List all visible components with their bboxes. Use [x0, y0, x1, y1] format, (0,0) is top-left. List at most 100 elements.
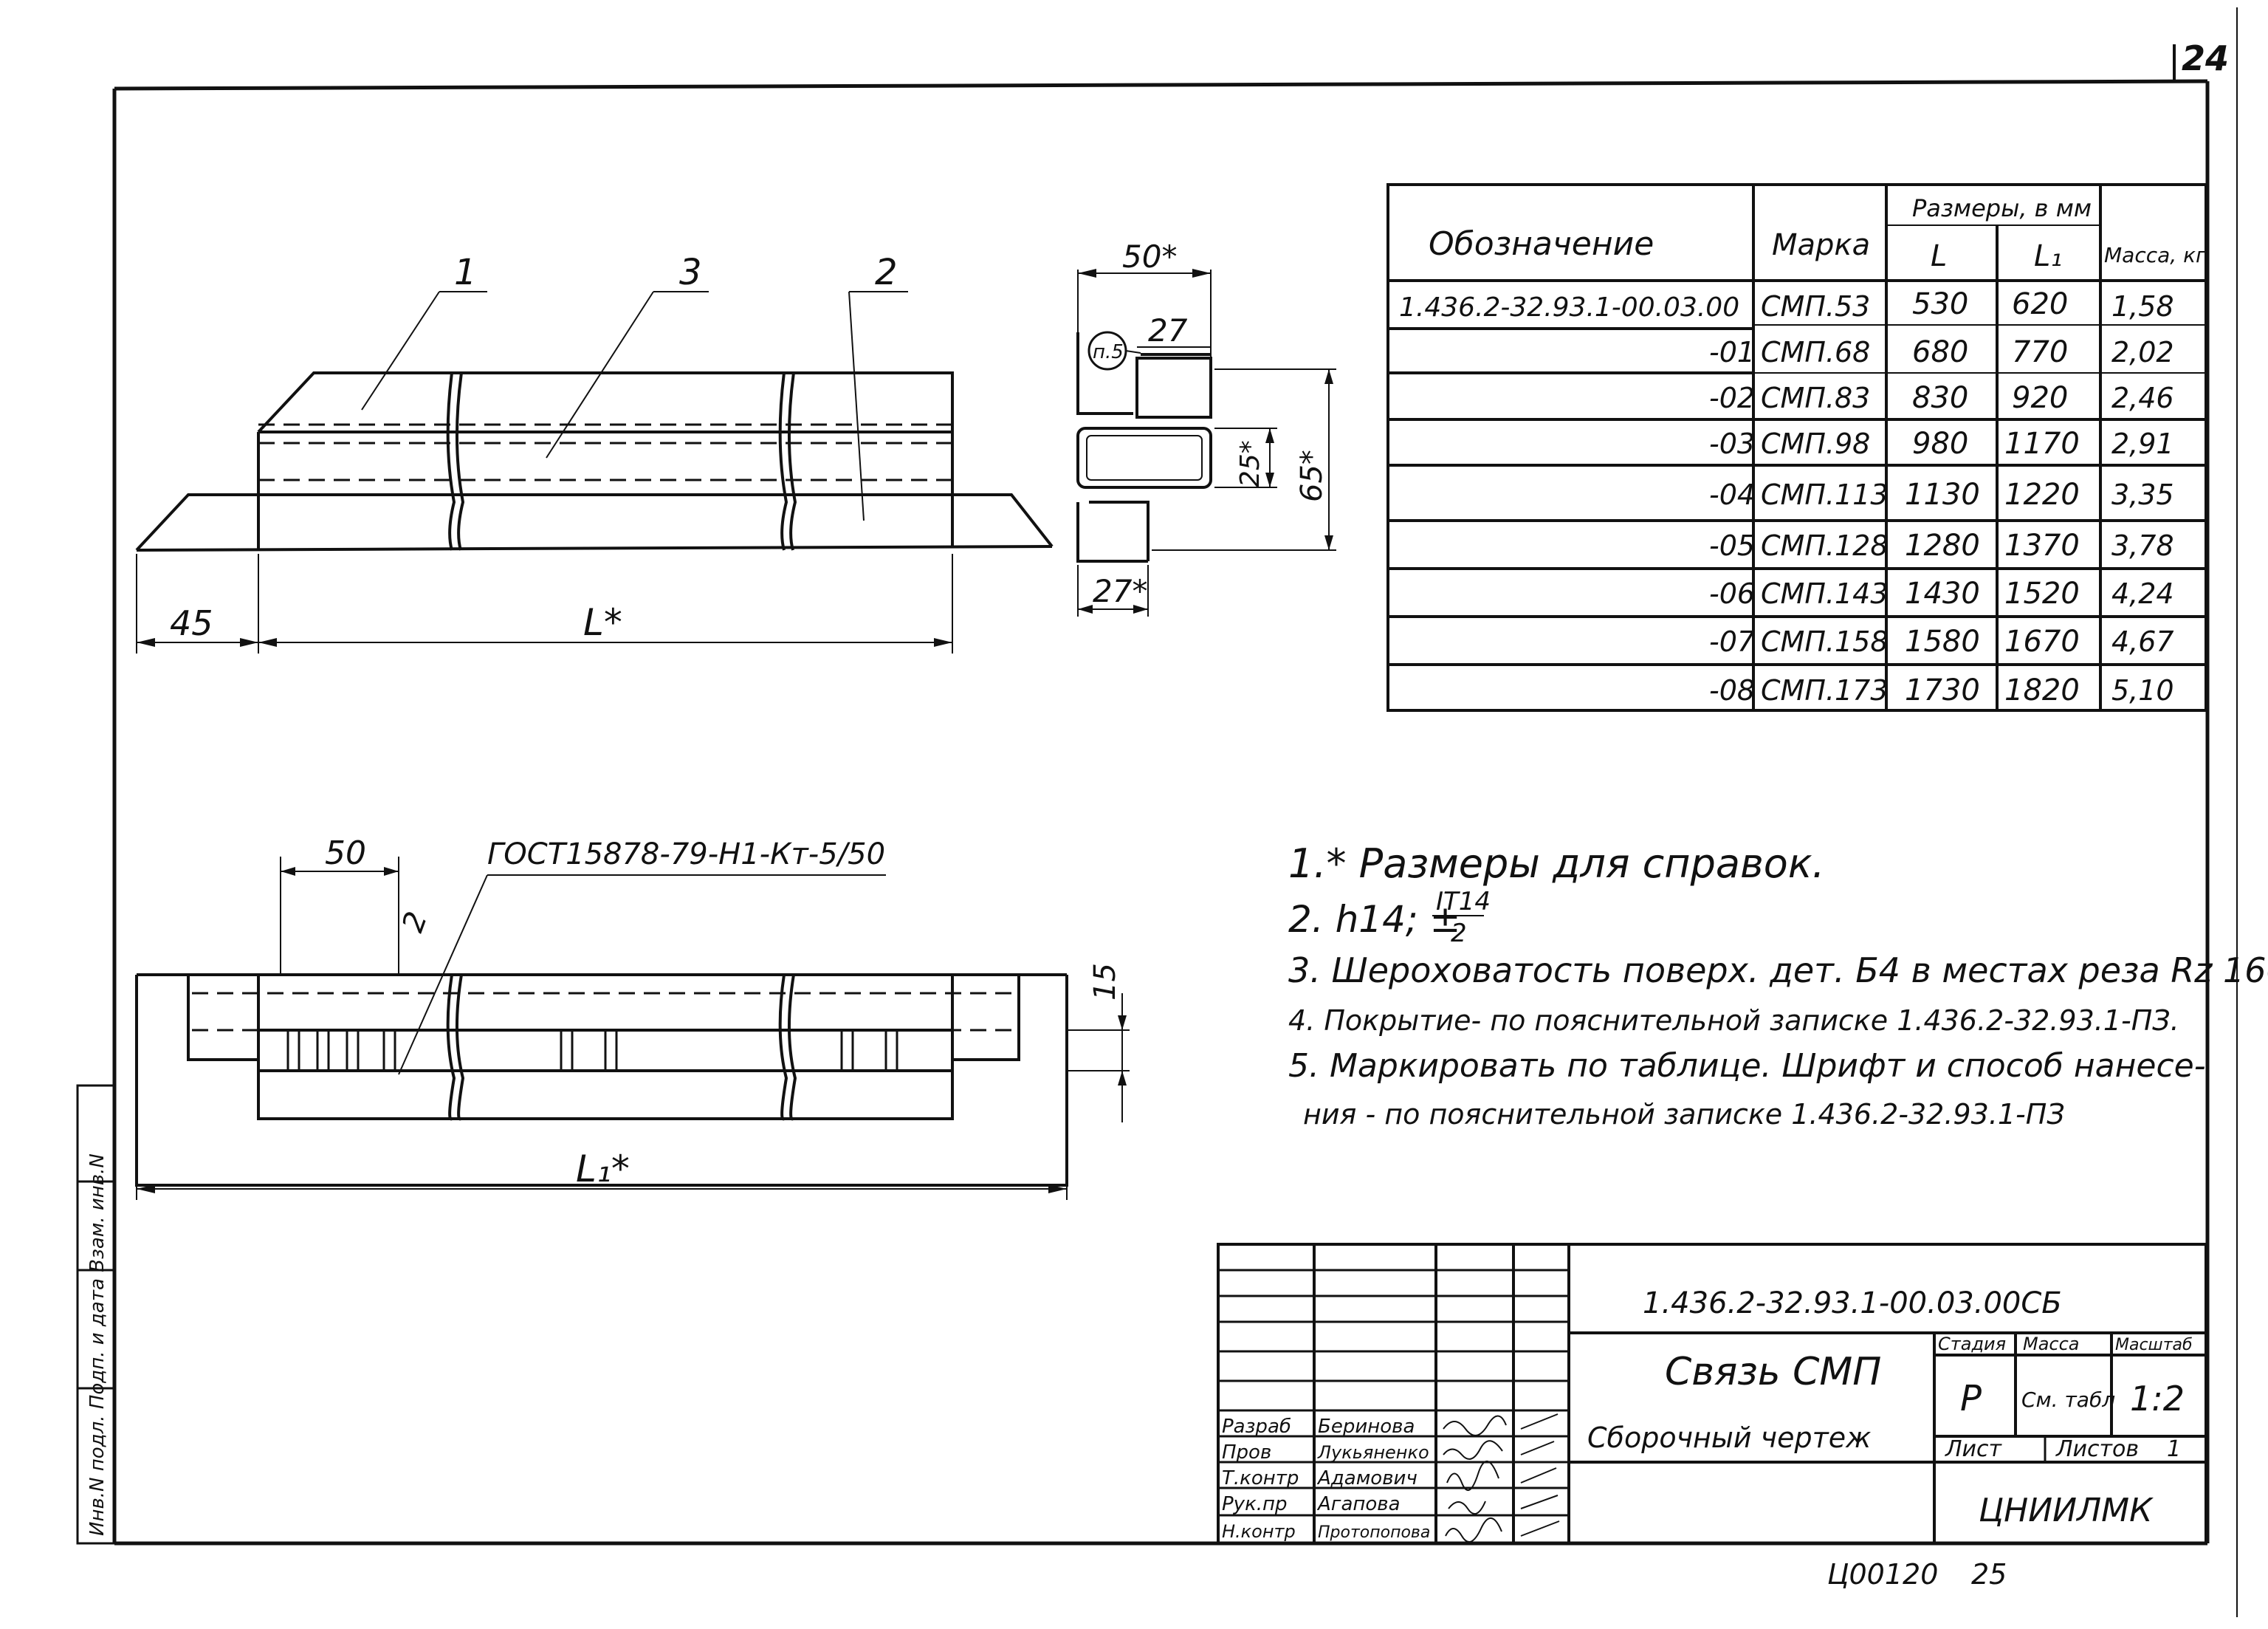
- cell-l1: 770: [2012, 335, 2068, 369]
- footer-code: Ц00120: [1827, 1558, 1938, 1591]
- dim-50-section: 50*: [1122, 239, 1177, 275]
- table-row: -05 СМП.128 1280 1370 3,78: [1709, 529, 2174, 563]
- dim-27-top: 27: [1148, 312, 1188, 349]
- role-label: Т.контр: [1222, 1467, 1299, 1489]
- tolerance-denominator: 2: [1451, 919, 1467, 948]
- role-label: Рук.пр: [1222, 1493, 1288, 1515]
- cell-l1: 1170: [2004, 427, 2080, 461]
- cell-designation: -05: [1709, 529, 1755, 562]
- cell-l: 1580: [1905, 625, 1980, 659]
- cell-designation: -06: [1709, 577, 1755, 610]
- callout-1: 1: [454, 252, 477, 293]
- cell-mass: 2,91: [2111, 428, 2174, 460]
- cell-mark: СМП.128: [1761, 529, 1889, 562]
- role-label: Пров: [1222, 1441, 1271, 1464]
- note-5: 5. Маркировать по таблице. Шрифт и спосо…: [1288, 1047, 2206, 1085]
- cell-l: 830: [1912, 381, 1968, 415]
- cell-designation: -01: [1709, 336, 1755, 368]
- drawing-subtitle: Сборочный чертеж: [1587, 1421, 1871, 1454]
- organization: ЦНИИЛМК: [1979, 1492, 2154, 1529]
- note-3: 3. Шероховатость поверх. дет. Б4 в места…: [1288, 950, 2268, 990]
- cell-mass: 2,46: [2111, 382, 2174, 414]
- section-ref: п.5: [1093, 341, 1124, 363]
- table-header-mark: Марка: [1772, 228, 1870, 262]
- table-row: -07 СМП.158 1580 1670 4,67: [1709, 625, 2174, 659]
- note-6: ния - по пояснительной записке 1.436.2-3…: [1303, 1098, 2065, 1131]
- table-row: -08 СМП.173 1730 1820 5,10: [1709, 673, 2174, 707]
- cell-l1: 1820: [2004, 673, 2080, 707]
- cell-mass: 5,10: [2111, 674, 2174, 707]
- tolerance-numerator: IT14: [1436, 887, 1491, 916]
- table-header-dimensions: Размеры, в мм: [1912, 194, 2092, 222]
- sheets-label: Листов: [2055, 1436, 2139, 1462]
- signature-marks: [1443, 1413, 1560, 1543]
- signature-rows: Разраб Беринова Пров Лукьяненко Т.контр …: [1222, 1413, 1560, 1543]
- cell-l: 530: [1912, 287, 1968, 321]
- role-label: Разраб: [1222, 1416, 1291, 1438]
- weld-leg: 2: [396, 908, 434, 937]
- dim-25: 25*: [1235, 440, 1265, 487]
- plan-view: [135, 857, 1130, 1200]
- cell-l: 1280: [1905, 529, 1980, 563]
- role-name: Агапова: [1316, 1493, 1401, 1515]
- dim-65: 65*: [1295, 450, 1329, 502]
- role-name: Лукьяненко: [1317, 1442, 1429, 1463]
- callout-3: 3: [679, 252, 702, 293]
- cell-mark: СМП.53: [1761, 290, 1870, 323]
- cell-mass: 4,67: [2111, 625, 2174, 658]
- title-block: [1217, 1243, 2207, 1545]
- cell-l: 980: [1912, 427, 1968, 461]
- callout-2: 2: [875, 252, 898, 293]
- cell-mark: СМП.173: [1761, 674, 1889, 707]
- scale-label: Масштаб: [2115, 1336, 2193, 1354]
- note-4: 4. Покрытие- по пояснительной записке 1.…: [1288, 1004, 2179, 1037]
- cell-mass: 3,78: [2111, 529, 2174, 562]
- cell-l1: 620: [2012, 287, 2068, 321]
- table-row: -04 СМП.113 1130 1220 3,35: [1709, 478, 2174, 512]
- table-row: -03 СМП.98 980 1170 2,91: [1709, 427, 2174, 461]
- cell-l1: 1370: [2004, 529, 2080, 563]
- cell-designation: -08: [1709, 674, 1755, 707]
- cell-mass: 3,35: [2111, 479, 2174, 511]
- table-header-designation: Обозначение: [1429, 225, 1654, 263]
- role-name: Беринова: [1318, 1416, 1415, 1438]
- table-row: -02 СМП.83 830 920 2,46: [1709, 381, 2174, 415]
- cell-designation: -04: [1709, 479, 1755, 511]
- notes: 1.* Размеры для справок. 2. h14; ± IT14 …: [1288, 840, 2268, 1131]
- cell-l1: 1670: [2004, 625, 2080, 659]
- cell-designation: -02: [1709, 382, 1755, 414]
- note-2: 2. h14; ±: [1288, 898, 1461, 941]
- footer-number: 25: [1971, 1558, 2007, 1591]
- cell-mark: СМП.98: [1761, 428, 1870, 460]
- sheets-count: 1: [2167, 1436, 2181, 1462]
- cell-mass: 4,24: [2111, 577, 2174, 610]
- cell-mark: СМП.113: [1761, 479, 1889, 511]
- cell-l1: 920: [2012, 381, 2068, 415]
- sheet-label: Лист: [1945, 1436, 2003, 1462]
- cell-mass: 2,02: [2111, 336, 2174, 368]
- cell-l: 680: [1912, 335, 1968, 369]
- weld-note: ГОСТ15878-79-Н1-Кт-5/50: [487, 837, 885, 871]
- stage-label: Стадия: [1938, 1334, 2006, 1354]
- cell-designation: -03: [1709, 428, 1755, 460]
- cell-l: 1130: [1905, 478, 1980, 512]
- table-body: 1.436.2-32.93.1-00.03.00 СМП.53 530 620 …: [1399, 287, 2174, 707]
- dim-l-label: L*: [583, 601, 622, 644]
- cross-section: [1076, 269, 1336, 617]
- scale-value: 1:2: [2130, 1379, 2185, 1419]
- cell-mark: СМП.68: [1761, 336, 1870, 368]
- stage-value: Р: [1960, 1378, 1982, 1419]
- mass-label: Масса: [2023, 1334, 2080, 1354]
- page-number: 24: [2182, 38, 2229, 78]
- spec-table: [1386, 183, 2207, 712]
- table-row: 1.436.2-32.93.1-00.03.00 СМП.53 530 620 …: [1399, 287, 2174, 323]
- table-header-mass: Масса, кг: [2104, 243, 2207, 267]
- dim-50-plan: 50: [325, 834, 366, 872]
- doc-code: 1.436.2-32.93.1-00.03.00СБ: [1643, 1286, 2062, 1320]
- drawing-title: Связь СМП: [1665, 1350, 1881, 1394]
- dim-45-label: 45: [170, 603, 213, 643]
- table-row: -06 СМП.143 1430 1520 4,24: [1709, 577, 2174, 611]
- cell-designation: 1.436.2-32.93.1-00.03.00: [1399, 292, 1739, 323]
- cell-l1: 1520: [2004, 577, 2080, 611]
